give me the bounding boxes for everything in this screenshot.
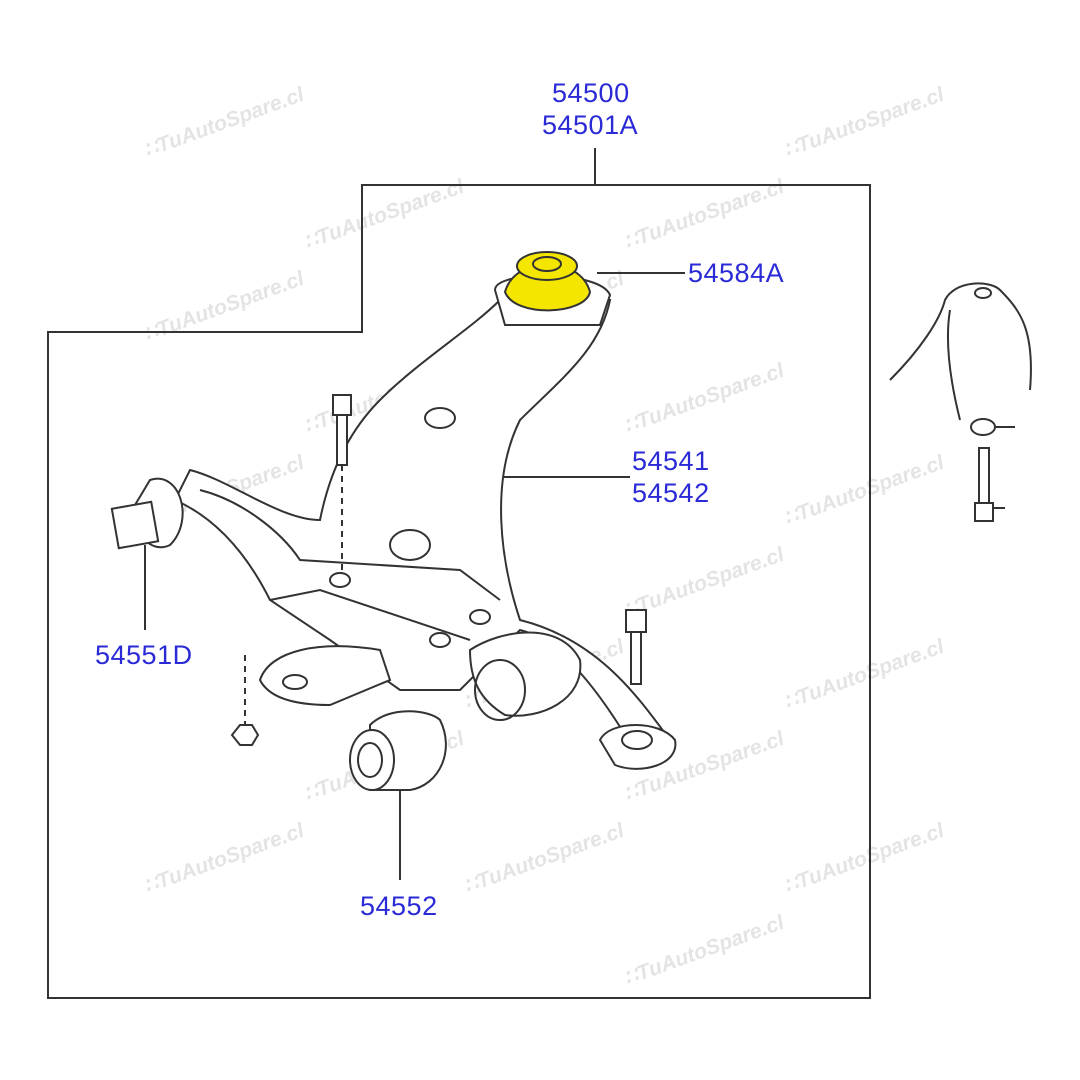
nut <box>230 655 260 746</box>
assembly-frame <box>47 184 871 999</box>
label-54584A[interactable]: 54584A <box>688 258 785 288</box>
rear-bushing-54552 <box>349 710 447 791</box>
bushing-54584A-highlighted <box>493 251 612 326</box>
label-54551D[interactable]: 54551D <box>95 640 193 670</box>
label-54542[interactable]: 54542 <box>632 478 710 508</box>
bolt-left <box>332 394 352 570</box>
bolt-right <box>625 609 647 685</box>
label-54500[interactable]: 54500 <box>552 78 630 108</box>
label-54552[interactable]: 54552 <box>360 891 438 921</box>
steering-knuckle-detail <box>889 282 1032 522</box>
label-54541[interactable]: 54541 <box>632 446 710 476</box>
label-54501A[interactable]: 54501A <box>542 110 639 140</box>
control-arm <box>173 299 672 762</box>
